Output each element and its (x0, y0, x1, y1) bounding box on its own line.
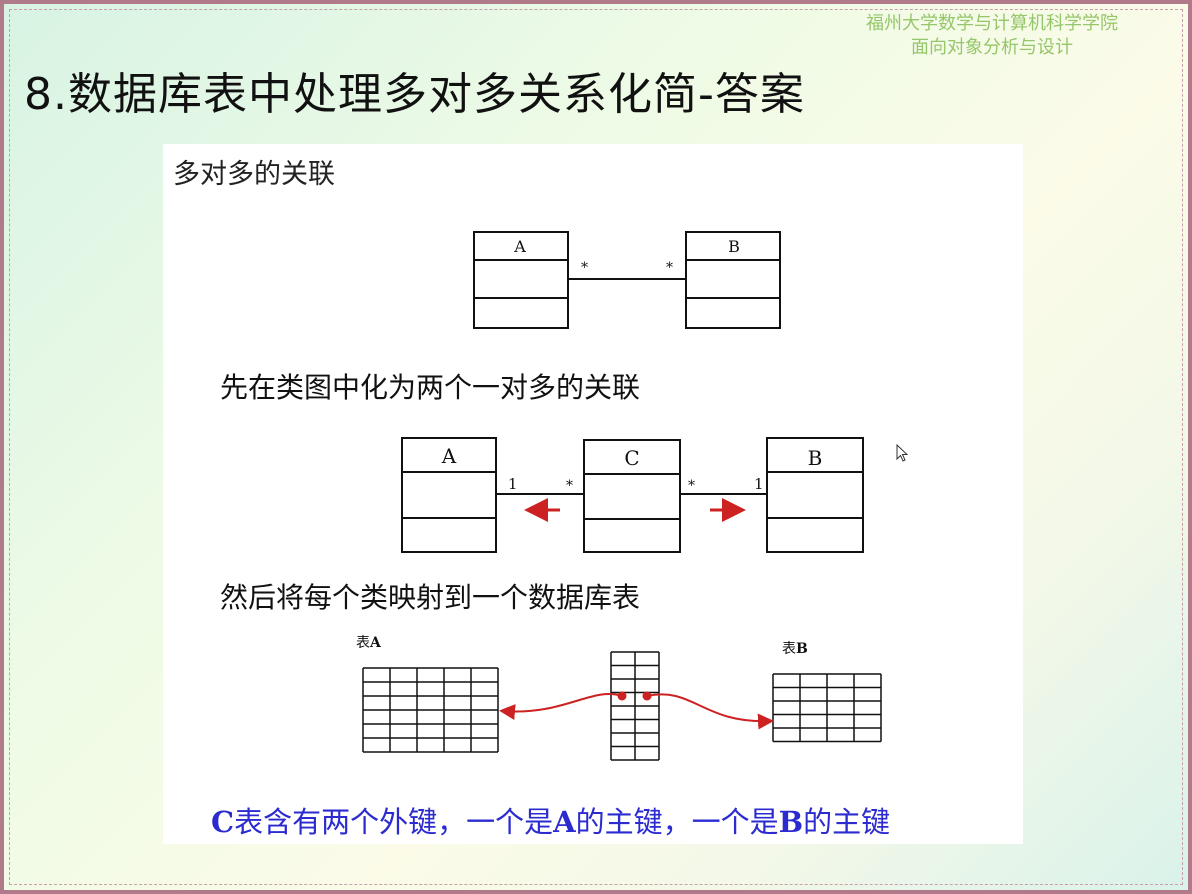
institution-brand: 福州大学数学与计算机科学学院 面向对象分析与设计 (832, 12, 1152, 60)
brand-line-2: 面向对象分析与设计 (911, 37, 1073, 58)
class-box-c: C (583, 439, 681, 553)
multiplicity-a: * (581, 260, 588, 276)
mult-c-right: * (688, 478, 695, 494)
mult-c-left: * (566, 478, 573, 494)
brand-line-1: 福州大学数学与计算机科学学院 (866, 13, 1118, 34)
step2-text: 然后将每个类映射到一个数据库表 (220, 581, 641, 614)
mult-a-side: 1 (508, 475, 518, 493)
step1-text: 先在类图中化为两个一对多的关联 (220, 371, 641, 404)
slide-title: 8.数据库表中处理多对多关系化简-答案 (24, 69, 805, 120)
conclusion-text: C表含有两个外键，一个是A的主键，一个是B的主键 (211, 805, 891, 839)
table-b-label: 表B (782, 641, 808, 657)
mouse-cursor-icon (896, 444, 909, 462)
content-panel: 多对多的关联 A B * * 先在类图中化为两个一对多的关联 (163, 144, 1023, 844)
many-to-many-diagram: A B * * (473, 231, 781, 329)
table-mapping-diagram: 表A 表B (356, 635, 882, 761)
class-box-a2: A (401, 437, 497, 553)
fk-arrow-to-b (646, 693, 774, 730)
class-box-b2: B (766, 437, 864, 553)
multiplicity-b: * (666, 260, 673, 276)
class-b-name: B (728, 237, 740, 256)
class-a2-name: A (441, 444, 457, 468)
table-a-label: 表A (356, 635, 382, 651)
class-box-a: A (473, 231, 569, 329)
class-box-b: B (685, 231, 781, 329)
class-a-name: A (513, 237, 526, 256)
table-c-grid (610, 651, 660, 761)
table-a-grid (362, 667, 499, 753)
mult-b-side: 1 (754, 475, 764, 493)
class-c-name: C (624, 446, 639, 470)
class-b2-name: B (808, 446, 823, 470)
table-b-grid (772, 673, 882, 743)
fk-arrow-to-a (499, 692, 623, 720)
one-to-many-diagram: A C B 1 * * 1 (401, 437, 864, 553)
panel-heading: 多对多的关联 (173, 159, 335, 190)
